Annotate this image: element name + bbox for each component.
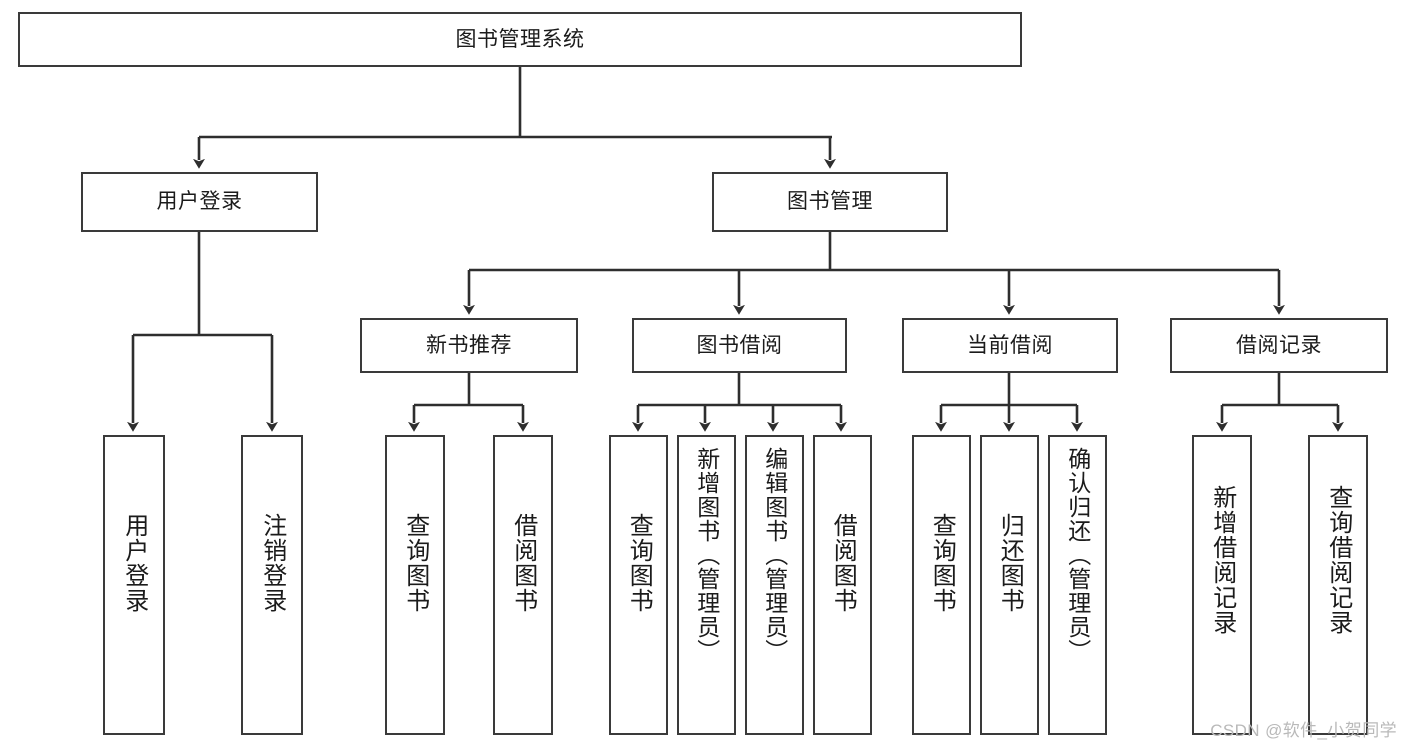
- node-label: 查询借阅记录: [1324, 485, 1352, 635]
- leaf-current-borrow-confirm-return-admin[interactable]: 确认归还（管理员）: [1048, 435, 1107, 735]
- node-label: 新书推荐: [426, 333, 512, 357]
- node-root-system[interactable]: 图书管理系统: [18, 12, 1022, 67]
- node-label: 归还图书: [996, 513, 1024, 613]
- node-current-borrow[interactable]: 当前借阅: [902, 318, 1118, 373]
- node-label: 注销登录: [258, 513, 286, 613]
- node-label: 当前借阅: [967, 333, 1053, 357]
- node-label: 用户登录: [120, 513, 148, 613]
- node-label: 查询图书: [401, 513, 429, 613]
- node-label: 用户登录: [156, 190, 243, 214]
- leaf-book-borrow-edit-book-admin[interactable]: 编辑图书（管理员）: [745, 435, 804, 735]
- leaf-book-borrow-query-book[interactable]: 查询图书: [609, 435, 668, 735]
- leaf-new-book-query-book[interactable]: 查询图书: [385, 435, 445, 735]
- leaf-current-borrow-query-book[interactable]: 查询图书: [912, 435, 971, 735]
- leaf-book-borrow-borrow-book[interactable]: 借阅图书: [813, 435, 872, 735]
- node-label: 查询图书: [928, 513, 956, 613]
- node-book-management[interactable]: 图书管理: [712, 172, 948, 232]
- node-borrow-record[interactable]: 借阅记录: [1170, 318, 1388, 373]
- leaf-new-book-borrow-book[interactable]: 借阅图书: [493, 435, 553, 735]
- node-new-book-recommend[interactable]: 新书推荐: [360, 318, 578, 373]
- leaf-book-borrow-add-book-admin[interactable]: 新增图书（管理员）: [677, 435, 736, 735]
- watermark: CSDN @软件_小贺同学: [1210, 721, 1397, 740]
- node-user-login[interactable]: 用户登录: [81, 172, 318, 232]
- leaf-user-login-login[interactable]: 用户登录: [103, 435, 165, 735]
- node-book-borrow[interactable]: 图书借阅: [632, 318, 847, 373]
- node-label: 图书管理: [787, 190, 873, 214]
- node-label: 借阅图书: [509, 513, 537, 613]
- leaf-borrow-record-query-record[interactable]: 查询借阅记录: [1308, 435, 1368, 735]
- leaf-user-login-logout[interactable]: 注销登录: [241, 435, 303, 735]
- node-label: 借阅记录: [1236, 333, 1322, 357]
- node-label: 新增图书（管理员）: [693, 447, 720, 663]
- node-label: 查询图书: [625, 513, 653, 613]
- node-label: 图书管理系统: [455, 27, 585, 51]
- leaf-borrow-record-add-record[interactable]: 新增借阅记录: [1192, 435, 1252, 735]
- node-label: 编辑图书（管理员）: [761, 447, 788, 663]
- node-label: 图书借阅: [696, 333, 783, 357]
- node-label: 确认归还（管理员）: [1064, 447, 1091, 663]
- node-label: 借阅图书: [829, 513, 857, 613]
- leaf-current-borrow-return-book[interactable]: 归还图书: [980, 435, 1039, 735]
- node-label: 新增借阅记录: [1208, 485, 1236, 635]
